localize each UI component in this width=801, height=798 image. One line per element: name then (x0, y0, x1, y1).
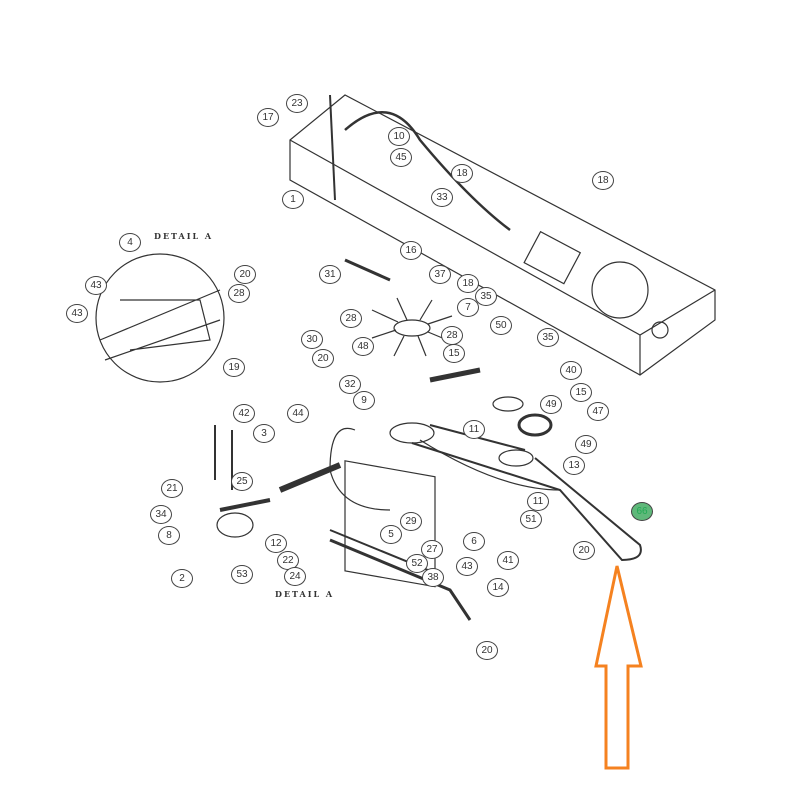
chassis-frame (289, 94, 716, 376)
callout-11: 11 (527, 492, 549, 511)
callout-66-highlighted: 66 (631, 502, 653, 521)
cooling-fan (371, 297, 453, 357)
callout-4: 4 (119, 233, 141, 252)
callout-31: 31 (319, 265, 341, 284)
bracket (216, 512, 254, 538)
pulley (498, 449, 534, 467)
callout-28: 28 (340, 309, 362, 328)
callout-53: 53 (231, 565, 253, 584)
callout-5: 5 (380, 525, 402, 544)
callout-20: 20 (312, 349, 334, 368)
callout-12: 12 (265, 534, 287, 553)
callout-45: 45 (390, 148, 412, 167)
callout-3: 3 (253, 424, 275, 443)
callout-49: 49 (540, 395, 562, 414)
callout-14: 14 (487, 578, 509, 597)
cable (344, 110, 511, 231)
callout-18: 18 (457, 274, 479, 293)
callout-52: 52 (406, 554, 428, 573)
callout-20: 20 (476, 641, 498, 660)
callout-27: 27 (421, 540, 443, 559)
callout-13: 13 (563, 456, 585, 475)
line-art (95, 94, 716, 621)
callout-25: 25 (231, 472, 253, 491)
callout-35: 35 (537, 328, 559, 347)
callout-17: 17 (257, 108, 279, 127)
callout-11: 11 (463, 420, 485, 439)
detail-a-circle (95, 253, 225, 383)
callout-37: 37 (429, 265, 451, 284)
callout-20: 20 (573, 541, 595, 560)
callout-38: 38 (422, 568, 444, 587)
callout-1: 1 (282, 190, 304, 209)
pulley (492, 396, 524, 412)
detail-a-label: DETAIL A (275, 589, 335, 599)
callout-6: 6 (463, 532, 485, 551)
callout-18: 18 (592, 171, 614, 190)
detail-a-label: DETAIL A (154, 231, 214, 241)
pulley (517, 413, 553, 437)
chassis-edge (289, 139, 716, 375)
callout-15: 15 (443, 344, 465, 363)
callout-34: 34 (150, 505, 172, 524)
callout-8: 8 (158, 526, 180, 545)
callout-7: 7 (457, 298, 479, 317)
callout-30: 30 (301, 330, 323, 349)
callout-44: 44 (287, 404, 309, 423)
callout-15: 15 (570, 383, 592, 402)
callout-51: 51 (520, 510, 542, 529)
pulley (389, 422, 435, 444)
callout-43: 43 (66, 304, 88, 323)
callout-50: 50 (490, 316, 512, 335)
callout-43: 43 (456, 557, 478, 576)
callout-23: 23 (286, 94, 308, 113)
frame-cutout (591, 261, 649, 319)
callout-49: 49 (575, 435, 597, 454)
callout-35: 35 (475, 287, 497, 306)
axle (278, 462, 342, 493)
callout-19: 19 (223, 358, 245, 377)
callout-21: 21 (161, 479, 183, 498)
callout-33: 33 (431, 188, 453, 207)
spring (344, 258, 391, 282)
callout-40: 40 (560, 361, 582, 380)
callout-28: 28 (441, 326, 463, 345)
callout-48: 48 (352, 337, 374, 356)
orange-pointer-arrow (594, 565, 643, 770)
callout-29: 29 (400, 512, 422, 531)
callout-9: 9 (353, 391, 375, 410)
callout-10: 10 (388, 127, 410, 146)
callout-42: 42 (233, 404, 255, 423)
rod (329, 538, 472, 621)
transaxle (344, 460, 436, 588)
callout-2: 2 (171, 569, 193, 588)
callout-20: 20 (234, 265, 256, 284)
drive-belt (411, 424, 642, 562)
callout-47: 47 (587, 402, 609, 421)
callout-41: 41 (497, 551, 519, 570)
callout-32: 32 (339, 375, 361, 394)
callout-28: 28 (228, 284, 250, 303)
callout-43: 43 (85, 276, 107, 295)
callout-24: 24 (284, 567, 306, 586)
callout-16: 16 (400, 241, 422, 260)
callout-18: 18 (451, 164, 473, 183)
